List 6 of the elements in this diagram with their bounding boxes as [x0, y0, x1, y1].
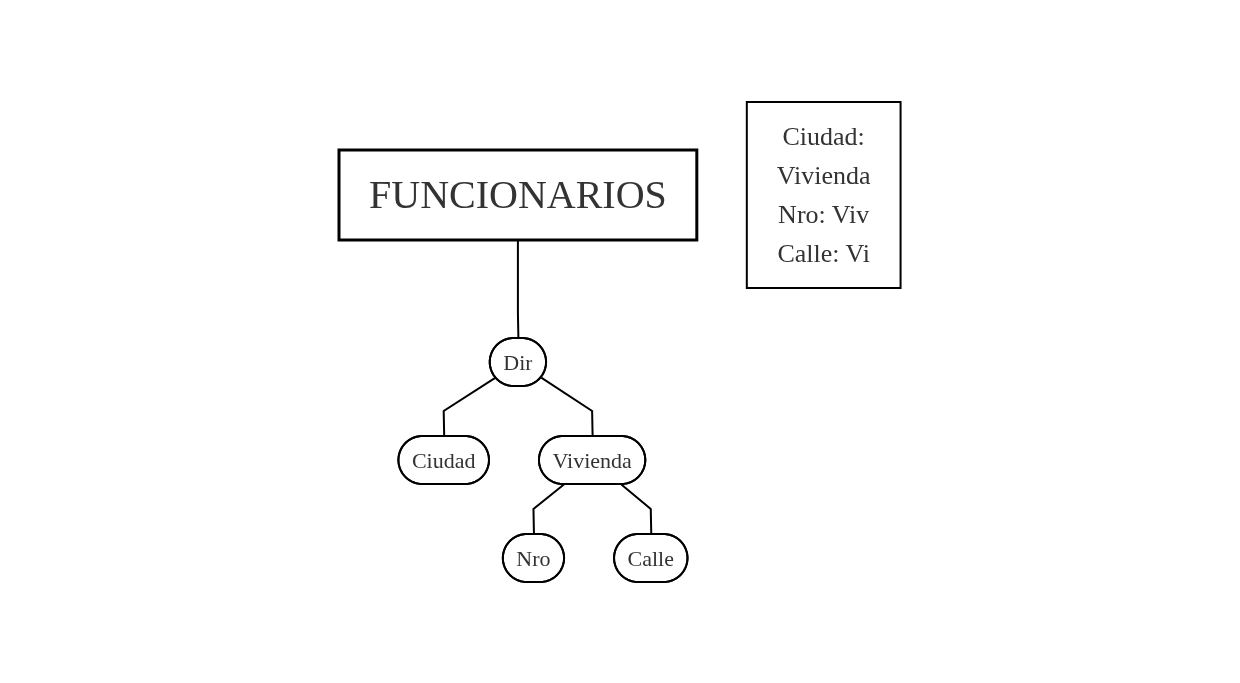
connector: [620, 483, 653, 535]
connector: [540, 376, 594, 437]
connector: [532, 483, 566, 535]
node-box: Ciudad: Vivienda Nro: Viv Calle: Vi: [746, 100, 902, 289]
connector: [442, 376, 497, 437]
node-box: FUNCIONARIOS: [337, 148, 699, 241]
